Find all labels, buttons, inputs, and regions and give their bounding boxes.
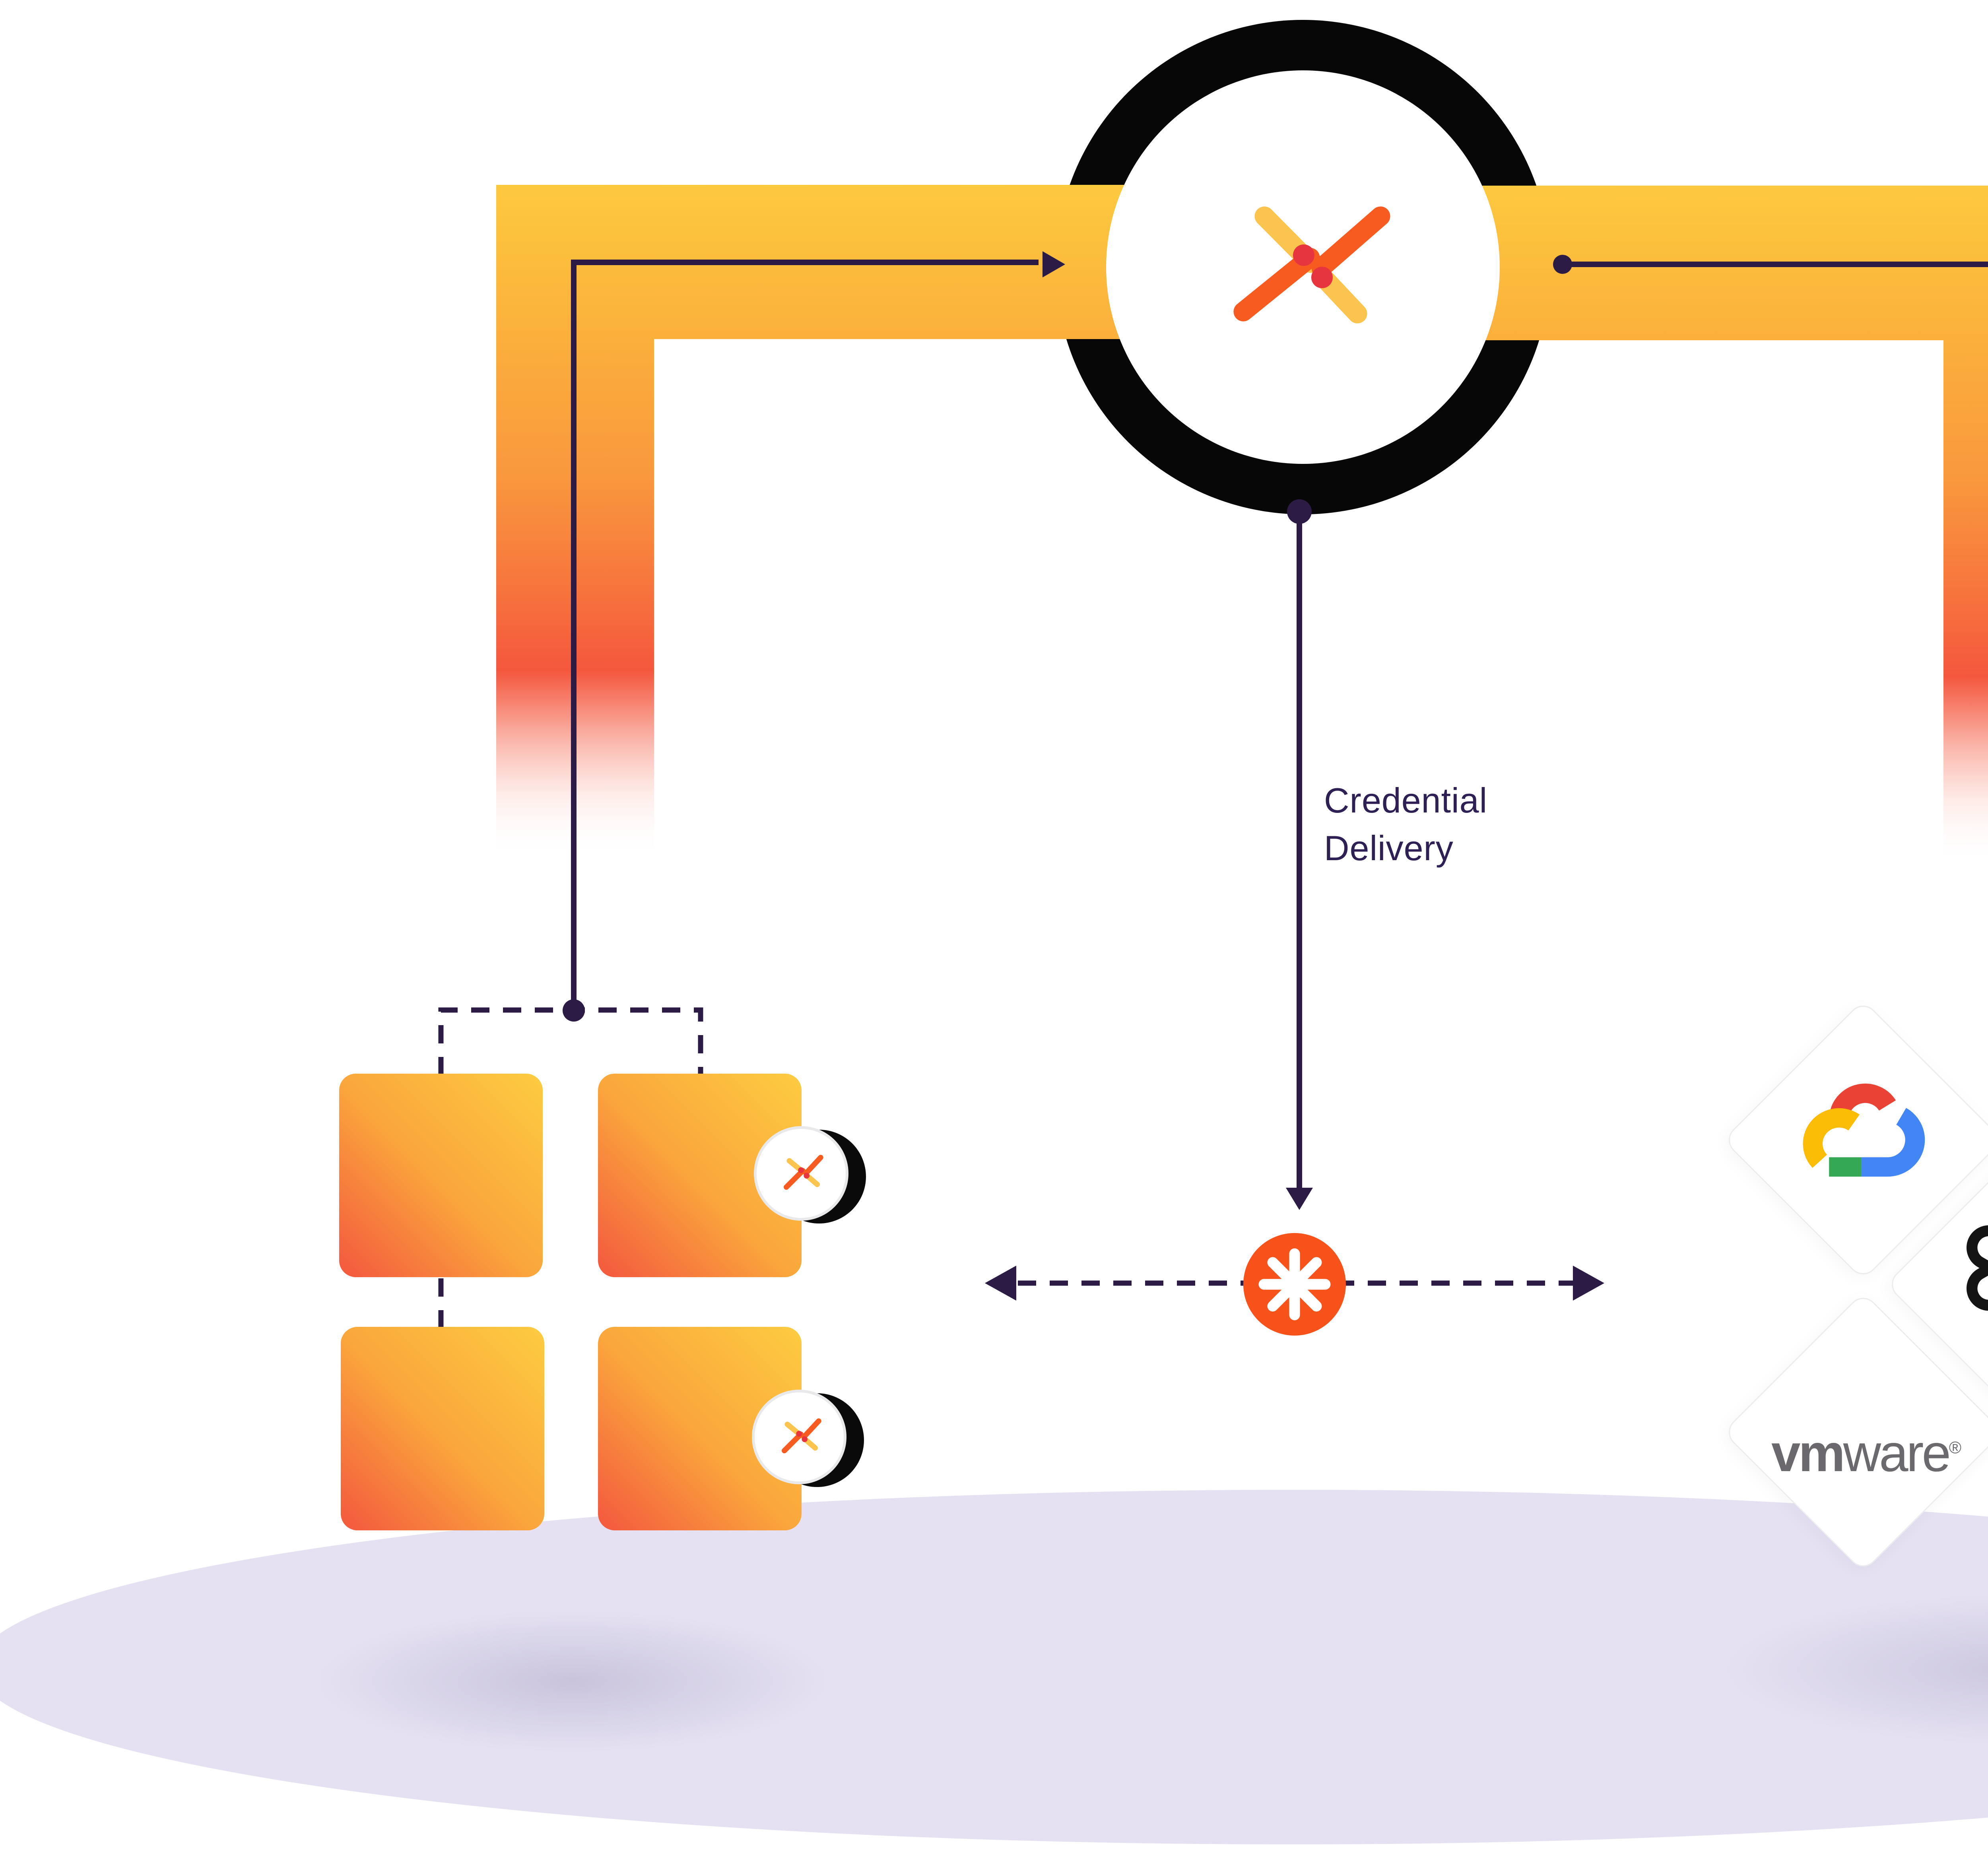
arrow-to-asterisk-icon [1286, 1188, 1313, 1210]
arrow-right-icon [1573, 1266, 1604, 1301]
app-square-bottom-left [341, 1327, 544, 1530]
brand-x-icon [1233, 206, 1390, 324]
arrow-left-icon [985, 1266, 1016, 1301]
connector-right [1563, 262, 1988, 267]
connector-left [571, 260, 1039, 1010]
brand-x-badge-icon [782, 1418, 821, 1454]
google-cloud-icon [1803, 1084, 1925, 1177]
app-square-top-left [339, 1074, 543, 1277]
junction-dot-left [563, 999, 585, 1022]
dashed-tree-top [438, 1007, 703, 1075]
brand-x-badge-icon [784, 1155, 823, 1190]
left-group-shadow [314, 1610, 831, 1753]
vmware-bold-part: vm [1771, 1424, 1845, 1482]
asterisk-icon [1243, 1233, 1346, 1336]
credential-delivery-label: Credential Delivery [1324, 781, 1488, 868]
junction-dot-hub-right [1553, 255, 1572, 274]
vmware-light-part: ware [1843, 1424, 1951, 1482]
ground-ellipse [0, 1490, 1988, 1844]
registered-mark: ® [1949, 1438, 1962, 1457]
vmware-wordmark: vmware® [1771, 1427, 1961, 1479]
openai-icon [1966, 1225, 1988, 1311]
